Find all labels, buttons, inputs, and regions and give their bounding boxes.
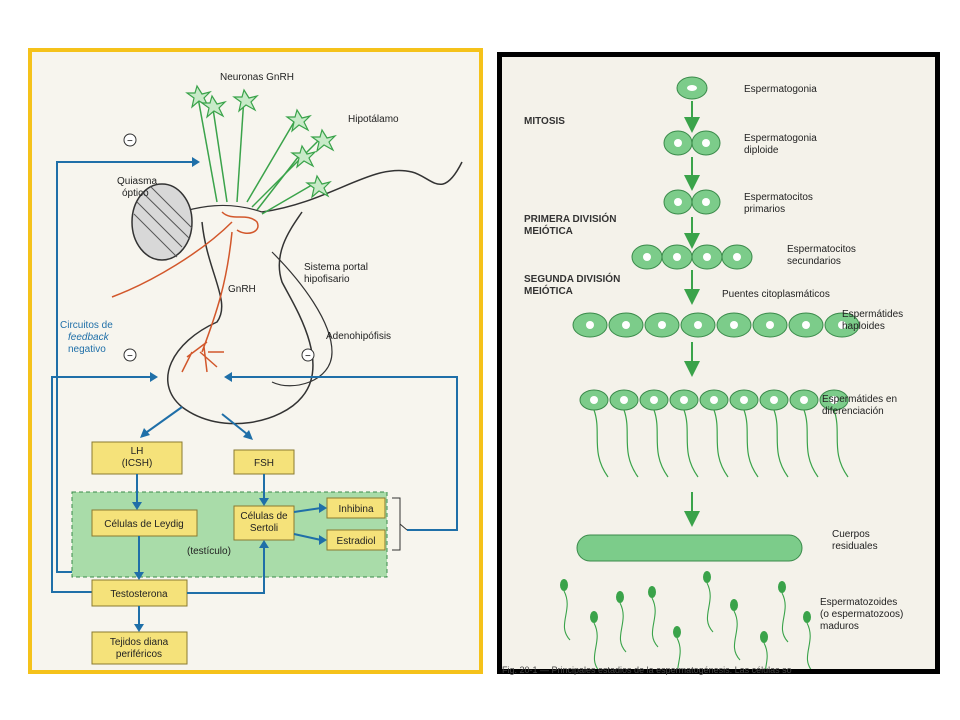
svg-text:LH(ICSH): LH(ICSH) <box>122 446 153 469</box>
sperm-cell <box>590 611 598 623</box>
sperm-cell <box>648 586 656 598</box>
optic-chiasm-line-2: óptico <box>122 188 149 199</box>
cell-row-haploid-spermatids <box>572 312 860 338</box>
feedback-loop-inner <box>51 376 150 593</box>
lh-box <box>91 441 183 475</box>
portal-vessels <box>111 211 259 373</box>
figure-caption: Fig. 20-1 — Principales estadios de la e… <box>502 665 792 675</box>
sperm-cell <box>703 571 711 583</box>
fsh-box <box>233 449 295 475</box>
leydig-box <box>91 509 198 537</box>
stage-1-label: Espermatogonia <box>744 84 817 95</box>
sperm-cell <box>803 611 811 623</box>
estradiol-label: Estradiol <box>337 536 376 547</box>
optic-chiasm-shape <box>131 183 193 261</box>
stage-8-label: Espermatozoides(o espermatozoos)maduros <box>820 597 903 632</box>
sperm-cell <box>673 626 681 638</box>
target-tissue-box <box>91 631 188 665</box>
minus-sign-1: − <box>127 136 133 147</box>
feedback-loop-right <box>232 376 458 531</box>
minus-sign-2: − <box>127 351 133 362</box>
pituitary-outline <box>166 211 314 425</box>
phase-mitosis-label: MITOSIS <box>524 116 565 127</box>
sperm-cell <box>760 631 768 643</box>
minus-sign-3: − <box>305 351 311 362</box>
mature-sperm-group <box>560 571 812 669</box>
hypothalamus-label: Hipotálamo <box>348 114 399 125</box>
sperm-cell <box>778 581 786 593</box>
cell-primary-spermatocytes <box>663 189 721 215</box>
cell-row-secondary-spermatocytes <box>631 244 753 270</box>
sperm-cell <box>560 579 568 591</box>
gnrh-neurons <box>196 91 323 215</box>
sperm-cell <box>730 599 738 611</box>
optic-chiasm-line-1: Quiasma <box>117 176 157 187</box>
testicle-label: (testículo) <box>187 546 231 557</box>
gnrh-label: GnRH <box>228 284 256 295</box>
sperm-cell <box>616 591 624 603</box>
bridges-label: Puentes citoplasmáticos <box>722 289 830 300</box>
residual-body <box>576 534 803 562</box>
cell-row-residual-bodies <box>576 534 803 562</box>
hypothalamus-outline <box>261 161 463 213</box>
testosterone-label: Testosterona <box>110 589 168 600</box>
fsh-label: FSH <box>254 458 274 469</box>
cell-row-differentiating-spermatids <box>579 389 849 478</box>
gnrh-neurons-label: Neuronas GnRH <box>220 72 294 83</box>
adenohypophysis-label: Adenohipófisis <box>326 331 391 342</box>
leydig-label: Células de Leydig <box>104 519 184 530</box>
inhibin-label: Inhibina <box>338 504 373 515</box>
cell-diploid-spermatogonia <box>663 130 721 156</box>
